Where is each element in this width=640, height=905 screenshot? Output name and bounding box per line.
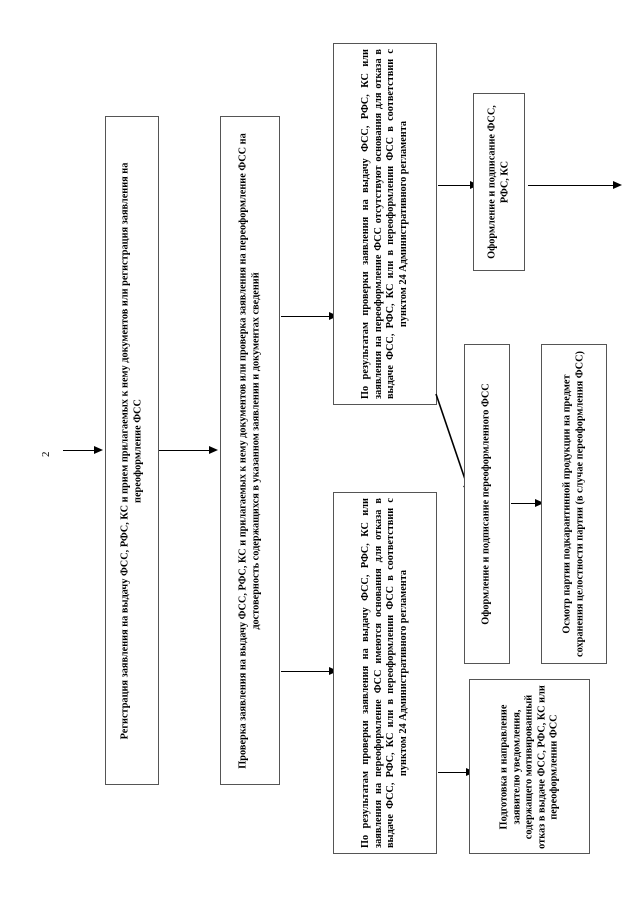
no-grounds-to-issue-sign-line (438, 185, 472, 186)
node-issue-and-sign[interactable]: Оформление и подписание ФСС, РФС, КС (473, 93, 525, 271)
node-refusal-notice-label: Подготовка и направление заявителю уведо… (498, 684, 560, 849)
registration-to-verification-head (209, 446, 218, 454)
registration-to-verification-line (159, 450, 211, 451)
node-issue-and-sign-reissued[interactable]: Оформление и подписание переоформленного… (464, 344, 510, 664)
node-registration[interactable]: Регистрация заявления на выдачу ФСС, РФС… (105, 116, 159, 785)
issue-sign-exit-head (613, 181, 622, 189)
node-issue-and-sign-reissued-label: Оформление и подписание переоформленного… (480, 383, 492, 625)
node-verification[interactable]: Проверка заявления на выдачу ФСС, РФС, К… (220, 116, 280, 785)
reissued-to-inspection-line (511, 503, 537, 504)
node-inspection-of-batch[interactable]: Осмотр партии подкарантинной продукции н… (541, 344, 607, 664)
verification-to-no-grounds-line (281, 316, 331, 317)
page-number: 2 (40, 451, 52, 458)
node-grounds-for-refusal[interactable]: По результатам проверки заявления на выд… (333, 492, 437, 854)
issue-sign-exit-line (528, 185, 616, 186)
node-refusal-notice[interactable]: Подготовка и направление заявителю уведо… (469, 679, 590, 854)
node-no-grounds-for-refusal[interactable]: По результатам проверки заявления на выд… (333, 43, 437, 405)
grounds-to-refusal-notice-line (438, 772, 468, 773)
node-inspection-of-batch-label: Осмотр партии подкарантинной продукции н… (561, 351, 585, 657)
entry-arrow-line (63, 450, 95, 451)
entry-arrow-head (94, 446, 103, 454)
verification-to-grounds-line (281, 671, 331, 672)
node-registration-label: Регистрация заявления на выдачу ФСС, РФС… (119, 162, 143, 739)
node-grounds-for-refusal-label: По результатам проверки заявления на выд… (359, 498, 409, 848)
reissued-to-inspection-head (535, 499, 544, 507)
node-no-grounds-for-refusal-label: По результатам проверки заявления на выд… (359, 49, 409, 399)
node-issue-and-sign-label: Оформление и подписание ФСС, РФС, КС (486, 105, 510, 259)
node-verification-label: Проверка заявления на выдачу ФСС, РФС, К… (237, 132, 261, 769)
